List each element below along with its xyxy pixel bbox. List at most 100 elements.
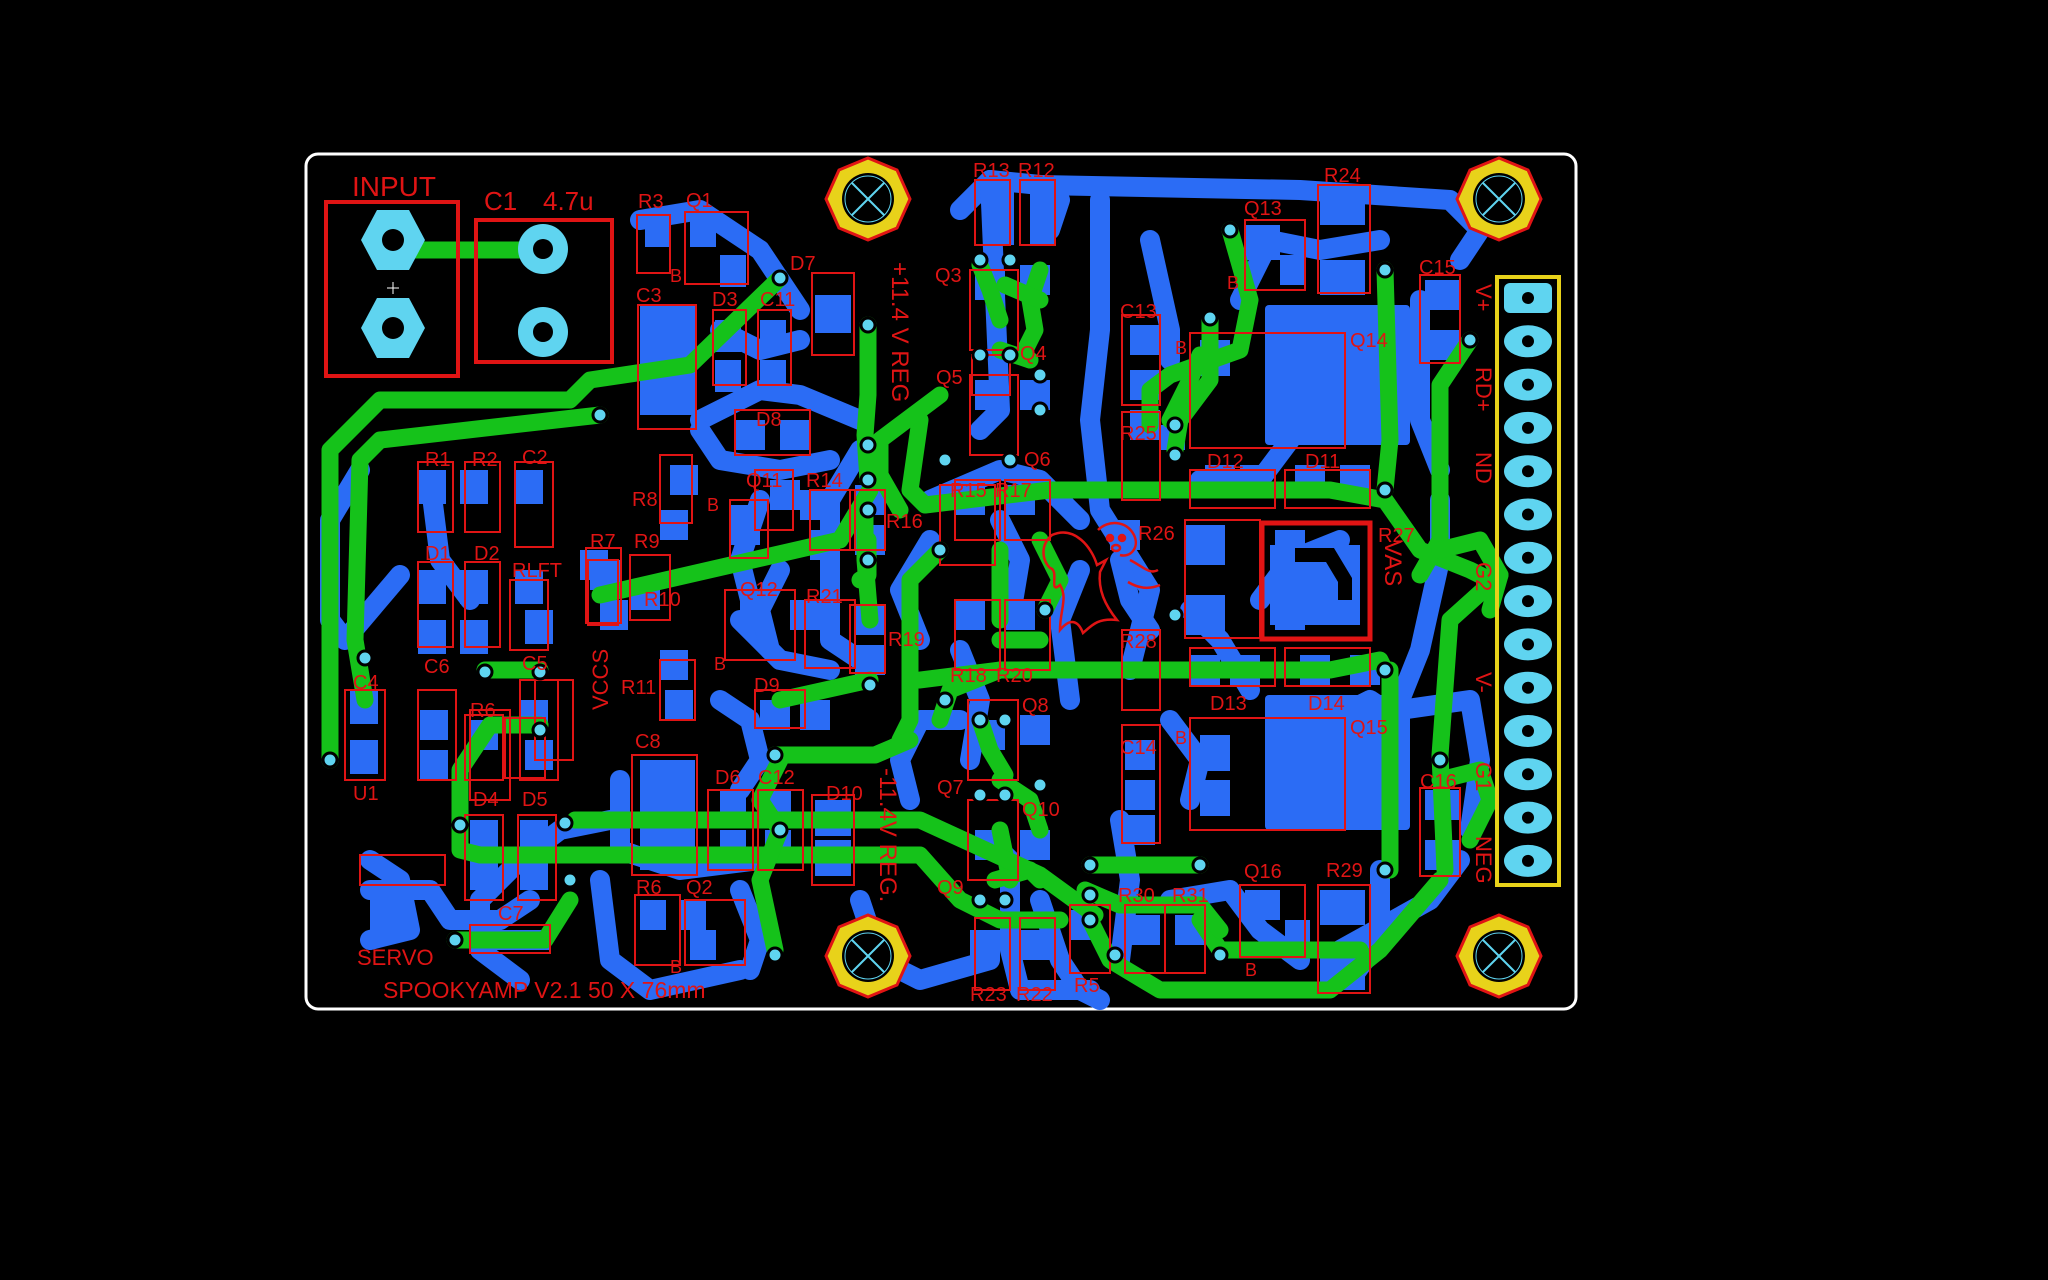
- input-connector: [361, 210, 425, 358]
- designator-q5: Q5: [936, 367, 963, 389]
- base-marker: B: [670, 266, 682, 286]
- designator-r5: R5: [1074, 975, 1100, 997]
- designator-r10: R10: [644, 589, 681, 611]
- designator-d1: D1: [425, 543, 451, 565]
- designator-r2: R2: [472, 449, 498, 471]
- header-pin-hole: [1522, 854, 1534, 867]
- header-pin-hole: [1522, 508, 1534, 521]
- designator-c12: C12: [758, 767, 795, 789]
- output-header-outline: [1495, 275, 1561, 887]
- designator-q14: Q14: [1350, 330, 1388, 352]
- designator-q15: Q15: [1350, 717, 1388, 739]
- designator-r25: R25: [1120, 423, 1157, 445]
- designator-q11: Q11: [746, 470, 782, 492]
- designator-q7: Q7: [937, 777, 964, 799]
- designator-d11: D11: [1305, 451, 1340, 473]
- designator-q12: Q12: [740, 579, 778, 601]
- designator-r27: R27: [1378, 525, 1415, 547]
- header-pin-hole: [1522, 681, 1534, 694]
- mounting-hole-bottom-left: [824, 913, 912, 999]
- servo-label: SERVO: [357, 945, 434, 970]
- designator-r19: R19: [888, 629, 925, 651]
- designator-d9: D9: [754, 675, 780, 697]
- designator-d7: D7: [790, 253, 816, 275]
- u1-label: U1: [353, 783, 379, 805]
- designator-q2: Q2: [686, 877, 713, 899]
- vas-label: VAS: [1379, 540, 1406, 586]
- header-pin-hole: [1522, 768, 1534, 781]
- designator-c7: C7: [498, 903, 524, 925]
- designator-r21: R21: [806, 586, 843, 608]
- designator-q10: Q10: [1022, 799, 1060, 821]
- designator-d4: D4: [473, 789, 499, 811]
- board-title: SPOOKYAMP V2.1 50 X 76mm: [383, 977, 706, 1003]
- designator-d13: D13: [1210, 693, 1247, 715]
- designator-d2: D2: [474, 543, 500, 565]
- designator-r6a: R6: [470, 700, 496, 722]
- designator-r26: R26: [1138, 523, 1175, 545]
- header-pin-hole: [1522, 292, 1534, 304]
- designator-r13: R13: [973, 160, 1010, 182]
- designator-q6: Q6: [1024, 449, 1051, 471]
- designator-r31: R31: [1172, 885, 1209, 907]
- designator-q4: Q4: [1020, 343, 1047, 365]
- designator-d8: D8: [756, 409, 782, 431]
- designator-r1: R1: [425, 449, 451, 471]
- reg-pos-label: +11.4 V REG: [886, 262, 913, 402]
- designator-r29: R29: [1326, 860, 1363, 882]
- designator-c15: C15: [1419, 257, 1456, 279]
- designator-c11: C11: [760, 289, 795, 311]
- base-marker: B: [670, 957, 682, 977]
- pin-label-nd: ND: [1471, 452, 1496, 484]
- header-pin-hole: [1522, 811, 1534, 824]
- designator-q13: Q13: [1244, 198, 1282, 220]
- base-marker: B: [714, 654, 726, 674]
- designator-r6b: R6: [636, 877, 662, 899]
- designator-r28: R28: [1120, 631, 1157, 653]
- board-outline: [304, 152, 1578, 1011]
- designator-c14: C14: [1120, 737, 1157, 759]
- base-marker: B: [1227, 273, 1239, 293]
- designator-q9: Q9: [937, 877, 964, 899]
- vas-trimpot: [1270, 545, 1360, 625]
- designator-d14: D14: [1308, 693, 1345, 715]
- pin-label-g2: G2: [1471, 562, 1496, 591]
- base-marker: B: [1245, 960, 1257, 980]
- designator-r24: R24: [1324, 165, 1361, 187]
- mounting-hole-top-left: [824, 156, 912, 242]
- pin-label-rd-plus: RD+: [1471, 367, 1496, 412]
- mounting-hole-bottom-right: [1455, 913, 1543, 999]
- header-pin-hole: [1522, 551, 1534, 564]
- output-pin-labels: V+ RD+ ND G2 V- G1 NEG: [1471, 284, 1496, 884]
- designator-r9: R9: [634, 531, 660, 553]
- designator-c8: C8: [635, 731, 661, 753]
- designator-d6: D6: [715, 767, 741, 789]
- header-pin-hole: [1522, 465, 1534, 478]
- designator-r7: R7: [590, 531, 616, 553]
- ghost-logo: [1042, 521, 1161, 636]
- designator-r23: R23: [970, 984, 1007, 1006]
- pin-label-v-plus: V+: [1471, 284, 1496, 312]
- designator-c4: C4: [353, 672, 379, 694]
- header-pin-hole: [1522, 595, 1534, 608]
- designator-r30: R30: [1118, 885, 1155, 907]
- designator-q16: Q16: [1244, 861, 1282, 883]
- designator-c13: C13: [1120, 301, 1157, 323]
- base-marker: B: [707, 495, 719, 515]
- output-header: [1495, 275, 1561, 887]
- designator-q8: Q8: [1022, 695, 1049, 717]
- designator-r8: R8: [632, 489, 658, 511]
- reg-neg-label: -11.4V REG.: [874, 768, 901, 902]
- designator-c16: C16: [1420, 771, 1457, 793]
- header-pin-hole: [1522, 335, 1534, 348]
- designator-q3: Q3: [935, 265, 962, 287]
- vias: [321, 221, 1479, 964]
- header-pin-hole: [1522, 378, 1534, 391]
- pin-label-neg: NEG: [1471, 836, 1496, 884]
- designator-r17: R17: [995, 480, 1032, 502]
- base-pin-markers: B B B B B B B B: [670, 266, 1257, 980]
- c1-label: C1: [484, 186, 517, 216]
- designator-q1: Q1: [686, 190, 713, 212]
- designator-r3: R3: [638, 191, 664, 213]
